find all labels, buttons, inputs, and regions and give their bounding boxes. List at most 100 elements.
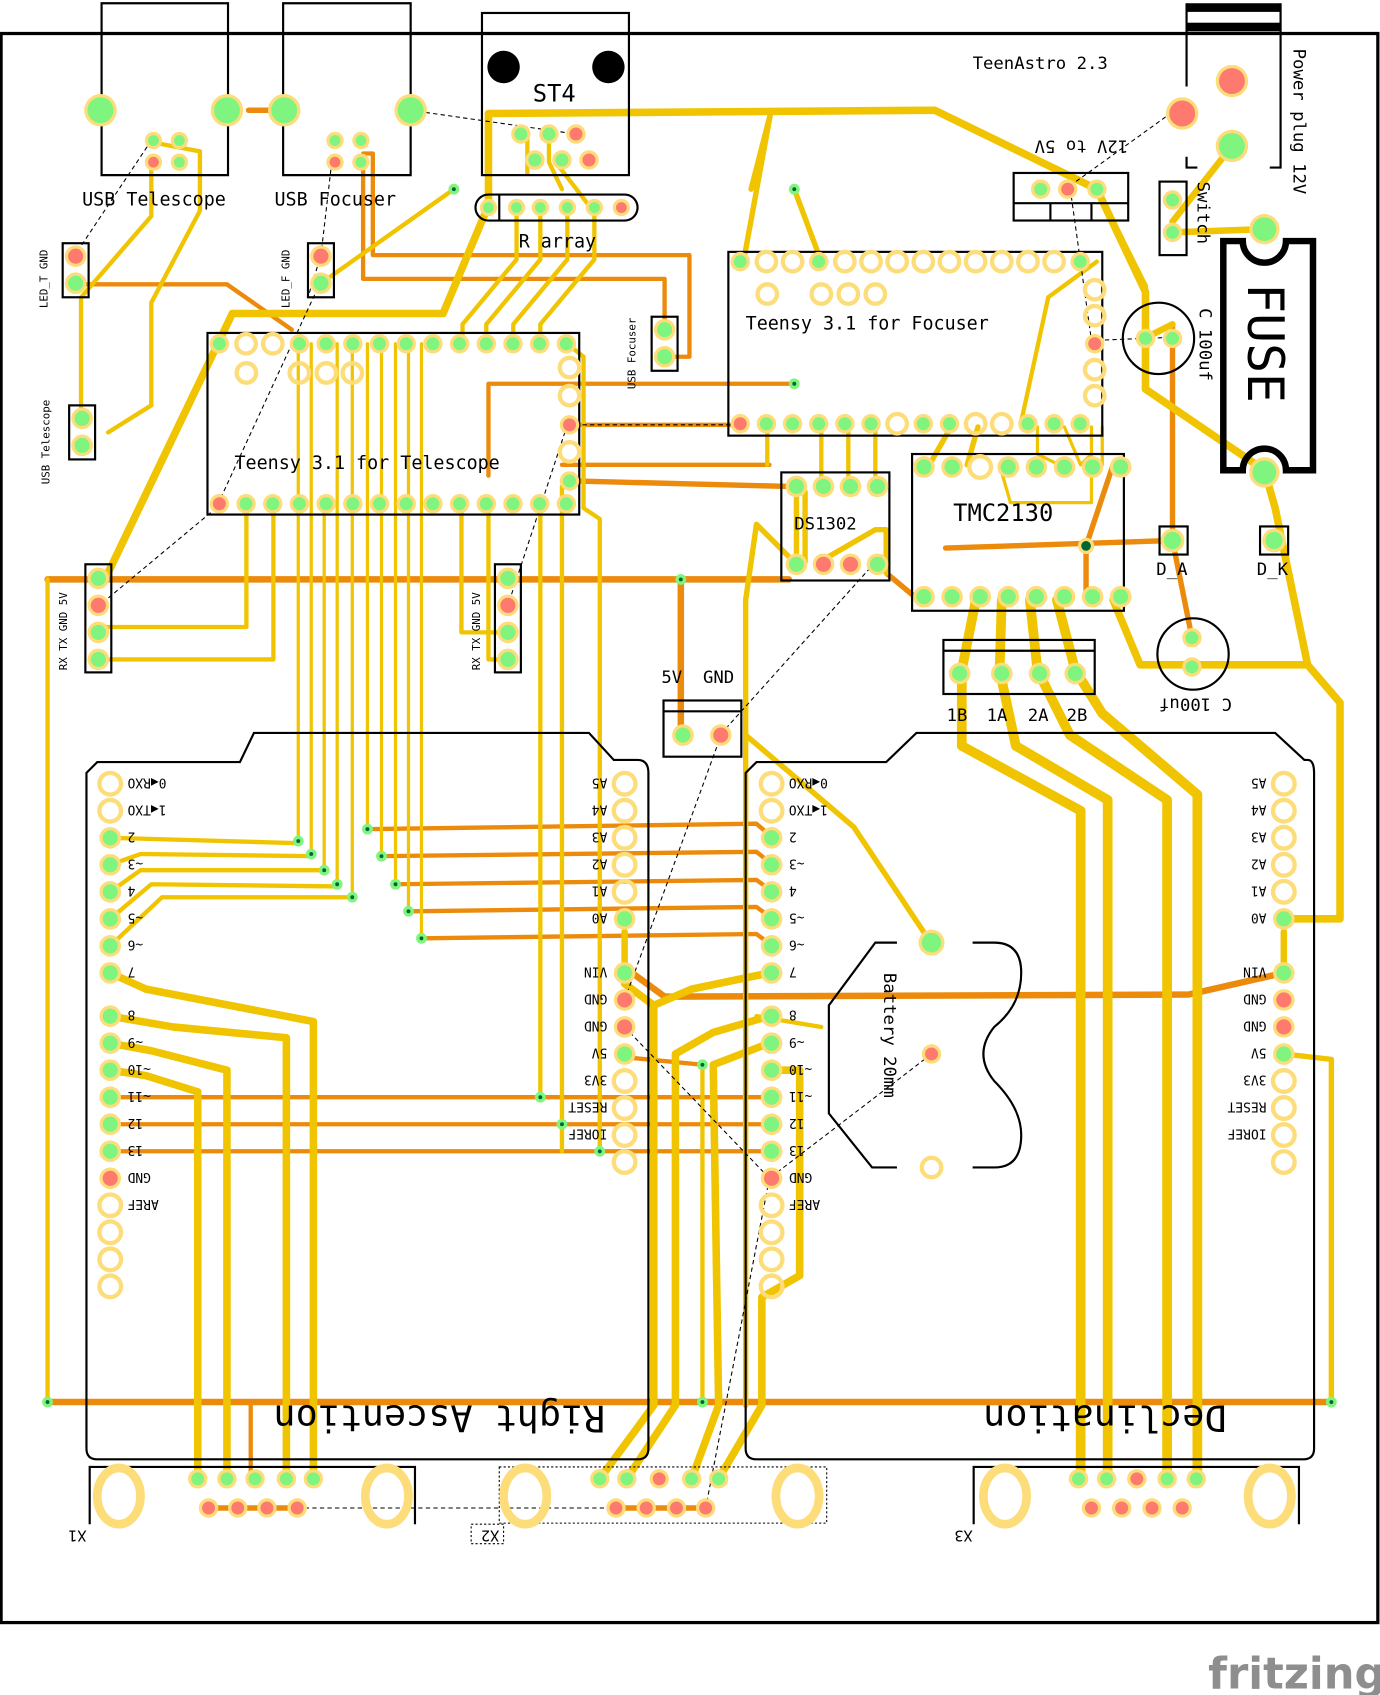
teensy-focuser-pin[interactable]: [755, 282, 780, 306]
ra-power-pin[interactable]: [611, 1149, 638, 1176]
teensy-focuser-pin[interactable]: [989, 249, 1014, 274]
x2-pin[interactable]: [590, 1469, 610, 1489]
teensy-telescope-pin[interactable]: [236, 494, 256, 514]
teensy-focuser-pin[interactable]: [835, 414, 855, 434]
tmc2130-pin[interactable]: [969, 585, 991, 608]
diode-a-pad[interactable]: [1160, 528, 1185, 553]
serial-left-pad[interactable]: [87, 621, 110, 644]
dec-digital-pin[interactable]: [760, 881, 783, 903]
st4-pin-pad[interactable]: [566, 124, 586, 144]
dec-digital-pin[interactable]: [760, 826, 783, 849]
usb-telescope-shield-pad[interactable]: [210, 94, 244, 127]
teensy-focuser-pin[interactable]: [989, 411, 1014, 436]
motor-pin-pad[interactable]: [948, 662, 971, 685]
x3-pin[interactable]: [1081, 1498, 1102, 1518]
power-plug-pad[interactable]: [1215, 129, 1249, 163]
teensy-focuser-pin[interactable]: [1082, 277, 1107, 302]
teensy-focuser-pin[interactable]: [809, 282, 834, 306]
x2-pin[interactable]: [695, 1498, 716, 1518]
x3-pin[interactable]: [1157, 1469, 1177, 1489]
teensy-focuser-pin[interactable]: [885, 249, 910, 274]
dec-power-pin[interactable]: [1270, 1095, 1297, 1121]
ra-power-pin[interactable]: [611, 1095, 638, 1121]
x3-pin[interactable]: [1096, 1469, 1117, 1489]
teensy-focuser-pin[interactable]: [1016, 249, 1040, 274]
ra-digital-pin[interactable]: [99, 853, 122, 876]
teensy-focuser-pin[interactable]: [1018, 414, 1038, 434]
tmc2130-pin[interactable]: [913, 585, 935, 608]
ra-analog-pin[interactable]: [611, 824, 638, 851]
dec-digital-pin[interactable]: [758, 1219, 785, 1246]
teensy-telescope-pin[interactable]: [503, 334, 523, 354]
ra-digital-pin[interactable]: [99, 908, 122, 930]
teensy-telescope-pin[interactable]: [369, 494, 390, 514]
usb-pin-pad[interactable]: [170, 153, 189, 171]
x3-pin[interactable]: [1068, 1469, 1089, 1489]
serial-mid-pad[interactable]: [497, 567, 519, 590]
serial-left-pad[interactable]: [87, 567, 110, 590]
dec-power-pin[interactable]: [1273, 962, 1295, 984]
x1-pin[interactable]: [217, 1469, 237, 1489]
teensy-focuser-pin[interactable]: [782, 414, 803, 434]
dec-analog-pin[interactable]: [1273, 908, 1295, 930]
regulator-pad[interactable]: [1030, 179, 1051, 199]
teensy-telescope-pin[interactable]: [559, 471, 580, 491]
teensy-telescope-pin[interactable]: [263, 494, 283, 514]
ra-digital-pin[interactable]: [97, 1273, 124, 1300]
led-f-pad[interactable]: [310, 245, 332, 268]
ra-power-pin[interactable]: [611, 1068, 638, 1094]
teensy-focuser-pin[interactable]: [1042, 249, 1066, 274]
ra-digital-pin[interactable]: [99, 962, 122, 984]
serial-left-pad[interactable]: [87, 594, 110, 617]
ra-digital-pin[interactable]: [99, 1059, 122, 1081]
fuse-pad[interactable]: [1249, 457, 1280, 488]
teensy-telescope-pin[interactable]: [503, 494, 523, 514]
tmc2130-pin[interactable]: [1109, 585, 1132, 608]
dec-digital-pin[interactable]: [758, 1273, 785, 1300]
usb-telescope-hdr-pad[interactable]: [71, 434, 93, 457]
teensy-telescope-pin[interactable]: [449, 334, 470, 354]
usb-pin-pad[interactable]: [352, 153, 370, 171]
diode-k-pad[interactable]: [1262, 528, 1286, 553]
serial-mid-pad[interactable]: [497, 621, 519, 644]
teensy-telescope-pin[interactable]: [423, 334, 443, 354]
x2-pin[interactable]: [708, 1469, 729, 1489]
ra-digital-pin[interactable]: [99, 1032, 122, 1054]
usb-pin-pad[interactable]: [144, 131, 163, 150]
dec-power-pin[interactable]: [1273, 989, 1295, 1011]
dec-digital-pin[interactable]: [758, 1246, 785, 1273]
ds1302-pin[interactable]: [866, 553, 889, 576]
regulator-pad[interactable]: [1087, 179, 1107, 199]
usb-telescope-shield-pad[interactable]: [84, 94, 117, 127]
tmc2130-pin[interactable]: [1053, 456, 1076, 478]
dec-digital-pin[interactable]: [758, 797, 785, 824]
dec-power-pin[interactable]: [1273, 1043, 1295, 1065]
teensy-focuser-pin[interactable]: [1070, 251, 1090, 272]
teensy-focuser-pin[interactable]: [885, 411, 910, 436]
teensy-telescope-pin[interactable]: [557, 439, 582, 464]
teensy-focuser-pin[interactable]: [1084, 334, 1105, 354]
dec-digital-pin[interactable]: [760, 962, 783, 984]
tmc2130-pin[interactable]: [941, 456, 963, 478]
ra-analog-pin[interactable]: [613, 908, 636, 930]
ra-digital-pin[interactable]: [99, 1086, 122, 1109]
cap-pad[interactable]: [1135, 328, 1156, 349]
battery-pad[interactable]: [919, 1155, 944, 1180]
usb-pin-pad[interactable]: [170, 131, 189, 150]
ra-digital-pin[interactable]: [99, 1140, 122, 1163]
tmc2130-pin[interactable]: [967, 454, 994, 480]
teensy-focuser-pin[interactable]: [808, 414, 829, 434]
teensy-telescope-pin[interactable]: [556, 494, 577, 514]
switch-pad[interactable]: [1162, 190, 1183, 210]
ds1302-pin[interactable]: [785, 553, 808, 576]
power-5v-pad[interactable]: [672, 724, 694, 746]
st4-pin-pad[interactable]: [539, 124, 559, 144]
tmc2130-pin[interactable]: [1081, 585, 1104, 608]
dec-analog-pin[interactable]: [1270, 824, 1297, 851]
dec-digital-pin[interactable]: [760, 1167, 783, 1190]
x2-pin[interactable]: [666, 1498, 687, 1518]
dec-digital-pin[interactable]: [760, 935, 783, 957]
x1-pin[interactable]: [257, 1498, 277, 1518]
x2-pin[interactable]: [606, 1498, 626, 1518]
